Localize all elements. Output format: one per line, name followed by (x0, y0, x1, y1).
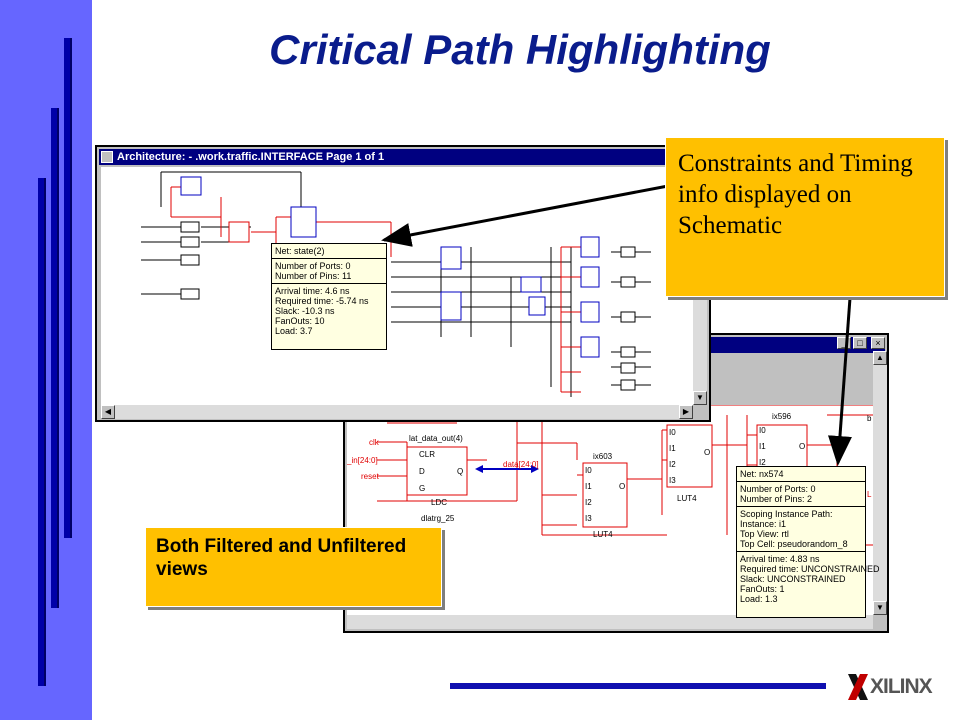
port-reset: reset (361, 472, 380, 481)
pin-ix596-i0: I0 (759, 426, 766, 435)
minimize-button[interactable]: _ (837, 337, 851, 349)
tooltip-arrival: Arrival time: 4.83 ns (740, 554, 820, 564)
rtl-horizontal-scrollbar[interactable] (347, 615, 873, 629)
port-in: _in[24:0] (347, 456, 378, 465)
inst-ix596: ix596 (772, 412, 792, 421)
pin-ix604-i2: I2 (669, 460, 676, 469)
tooltip-arrival: Arrival time: 4.6 ns (275, 286, 350, 296)
pin-ix596-i1: I1 (759, 442, 766, 451)
scroll-up-button[interactable]: ▲ (873, 351, 887, 365)
scroll-right-button[interactable]: ▶ (679, 405, 693, 419)
scroll-down-button[interactable]: ▼ (873, 601, 887, 615)
tooltip-load: Load: 1.3 (740, 594, 778, 604)
footer-rule (450, 683, 826, 689)
port-clk: clk (369, 438, 380, 447)
pin-ix603-o: O (619, 482, 625, 491)
architecture-window-title: Architecture: - .work.traffic.INTERFACE … (117, 151, 385, 163)
tooltip-pins: Number of Pins: 11 (275, 271, 352, 281)
tooltip-ports: Number of Ports: 0 (740, 484, 816, 494)
pin-ix604-i0: I0 (669, 428, 676, 437)
net-tooltip-architecture: Net: state(2) Number of Ports: 0 Number … (271, 243, 387, 350)
maximize-button[interactable]: □ (853, 337, 867, 349)
pin-clr: CLR (419, 450, 435, 459)
xilinx-logo: XILINX (846, 670, 942, 702)
pin-g: G (419, 484, 425, 493)
scroll-down-button[interactable]: ▼ (693, 391, 707, 405)
tooltip-pins: Number of Pins: 2 (740, 494, 813, 504)
decor-bar-3 (38, 178, 46, 686)
tooltip-required: Required time: UNCONSTRAINED (740, 564, 880, 574)
tooltip-net: Net: state(2) (275, 246, 325, 256)
pin-q: Q (457, 467, 463, 476)
tooltip-top-cell: Top Cell: pseudorandom_8 (740, 539, 848, 549)
cell-lut4-b: LUT4 (677, 494, 697, 503)
inst-dlatrg: dlatrg_25 (421, 514, 455, 523)
pin-ix603-i1: I1 (585, 482, 592, 491)
xilinx-logo-text: XILINX (870, 675, 933, 698)
xilinx-logo-mark-icon (848, 674, 868, 700)
tooltip-required: Required time: -5.74 ns (275, 296, 369, 306)
decor-bar-2 (51, 108, 59, 608)
tooltip-net: Net: nx574 (740, 469, 784, 479)
tooltip-ports: Number of Ports: 0 (275, 261, 351, 271)
pin-ix604-i3: I3 (669, 476, 676, 485)
edge-label-b: b (867, 414, 872, 423)
tooltip-load: Load: 3.7 (275, 326, 313, 336)
cell-lut4-a: LUT4 (593, 530, 613, 539)
window-icon (101, 151, 113, 163)
pin-ix603-i3: I3 (585, 514, 592, 523)
tooltip-slack: Slack: UNCONSTRAINED (740, 574, 846, 584)
lat-data-out-label: lat_data_out(4) (409, 434, 463, 443)
bus-label: data[24:0] (503, 460, 539, 469)
architecture-window: Architecture: - .work.traffic.INTERFACE … (95, 145, 711, 422)
decor-bar-1 (64, 38, 72, 538)
close-button[interactable]: × (871, 337, 885, 349)
tooltip-fanouts: FanOuts: 10 (275, 316, 325, 326)
callout-constraints: Constraints and Timing info displayed on… (665, 137, 945, 297)
tooltip-top-view: Top View: rtl (740, 529, 789, 539)
pin-ix603-i0: I0 (585, 466, 592, 475)
pin-ix604-o: O (704, 448, 710, 457)
architecture-horizontal-scrollbar[interactable]: ◀ ▶ (101, 405, 693, 419)
tooltip-slack: Slack: -10.3 ns (275, 306, 335, 316)
pin-ix596-i2: I2 (759, 458, 766, 467)
tooltip-fanouts: FanOuts: 1 (740, 584, 785, 594)
left-sidebar (0, 0, 92, 720)
architecture-schematic-svg (141, 171, 651, 397)
pin-ix603-i2: I2 (585, 498, 592, 507)
callout-views: Both Filtered and Unfiltered views (145, 527, 442, 607)
tooltip-instance: Instance: i1 (740, 519, 787, 529)
rtl-schematic-svg: i0 lat_data_out(4) CLR D Q G LDC dlatrg_… (347, 405, 873, 546)
net-tooltip-rtl: Net: nx574 Number of Ports: 0 Number of … (736, 466, 880, 618)
pin-ix596-o: O (799, 442, 805, 451)
architecture-schematic-canvas: Net: state(2) Number of Ports: 0 Number … (101, 167, 693, 405)
scroll-left-button[interactable]: ◀ (101, 405, 115, 419)
architecture-window-titlebar: Architecture: - .work.traffic.INTERFACE … (99, 149, 707, 165)
cell-ldc: LDC (431, 498, 447, 507)
inst-ix603: ix603 (593, 452, 613, 461)
rtl-vertical-scrollbar[interactable]: ▲ ▼ (873, 351, 887, 615)
edge-label-l: L (867, 490, 872, 499)
pin-ix604-i1: I1 (669, 444, 676, 453)
slide-title: Critical Path Highlighting (269, 26, 771, 73)
tooltip-scope: Scoping Instance Path: (740, 509, 833, 519)
pin-d: D (419, 467, 425, 476)
